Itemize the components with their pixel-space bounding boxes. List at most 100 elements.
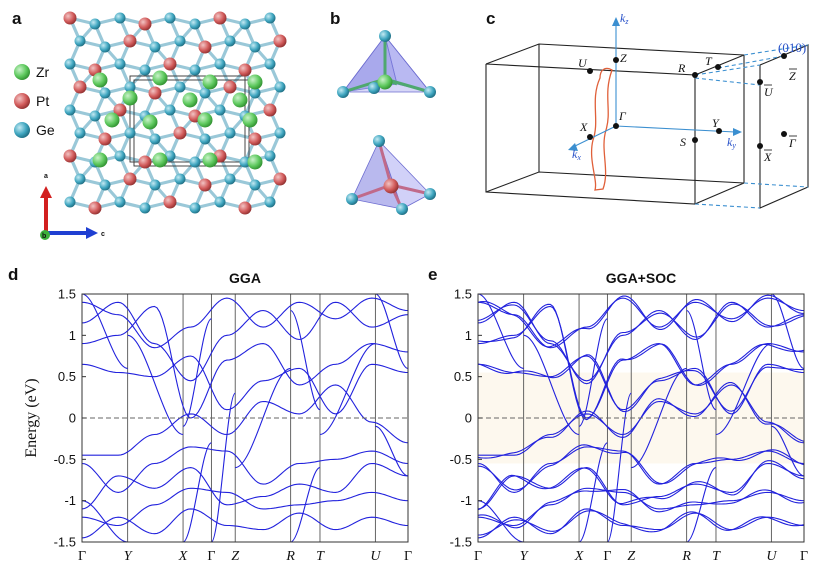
ge-atom-icon <box>74 35 86 47</box>
y-tick-label: -0.5 <box>54 452 76 467</box>
ge-atom-icon <box>174 81 186 93</box>
band-line <box>478 294 804 348</box>
ge-atom-icon <box>99 41 111 53</box>
ge-atom-icon <box>74 127 86 139</box>
ge-atom-icon <box>99 87 111 99</box>
ge-atom-icon <box>149 41 161 53</box>
panel-label-a: a <box>12 9 22 28</box>
band-line <box>578 318 608 427</box>
ge-atom-icon <box>89 110 101 122</box>
ge-atom-icon <box>14 122 30 138</box>
pt-atom-icon <box>173 126 187 140</box>
ge-atom-icon <box>214 58 226 70</box>
ge-atom-icon <box>64 104 76 116</box>
ge-atom-icon <box>249 41 261 53</box>
band-line <box>82 508 408 539</box>
band-line <box>82 355 408 415</box>
axes-indicator: a b c <box>40 173 105 240</box>
y-tick-label: -1.5 <box>450 535 472 550</box>
ge-atom-icon <box>274 81 286 93</box>
bz-point-Gamma: Γ <box>618 109 627 123</box>
y-tick-label: -0.5 <box>450 452 472 467</box>
pt-atom-icon <box>198 40 212 54</box>
pt-atom-icon <box>63 11 77 25</box>
ge-atom-icon <box>224 173 236 185</box>
ge-atom-icon <box>337 86 349 98</box>
y-tick-label: -1 <box>64 493 76 508</box>
ge-atom-icon <box>249 87 261 99</box>
bz-point-Z: Z <box>620 51 627 65</box>
pt-atom-icon <box>248 132 262 146</box>
band-line <box>478 500 524 542</box>
pt-atom-icon <box>238 63 252 77</box>
pt-atom-icon <box>113 103 127 117</box>
ge-atom-icon <box>274 127 286 139</box>
band-line <box>290 309 321 411</box>
ge-atom-icon <box>164 12 176 24</box>
ge-atom-icon <box>249 179 261 191</box>
zr-atom-icon <box>247 74 263 90</box>
kpoint-label: U <box>766 549 777 564</box>
legend-zr: Zr <box>36 64 50 80</box>
ge-atom-icon <box>424 86 436 98</box>
y-tick-label: 0.5 <box>454 369 472 384</box>
y-tick-label: 1.5 <box>58 287 76 302</box>
panel-label-c: c <box>486 9 495 28</box>
ge-atom-icon <box>424 188 436 200</box>
kpoint-label: Γ <box>207 549 215 564</box>
bz-point-T: T <box>705 54 713 68</box>
pt-atom-icon <box>148 86 162 100</box>
band-line <box>478 508 804 539</box>
ge-atom-icon <box>189 156 201 168</box>
pt-atom-icon <box>14 93 30 109</box>
y-axis-label: Energy (eV) <box>23 378 40 457</box>
pt-atom-icon <box>63 149 77 163</box>
kpoint-label: Γ <box>474 549 482 564</box>
ge-atom-icon <box>99 179 111 191</box>
ge-atom-icon <box>114 58 126 70</box>
tetrahedron-bottom <box>346 135 436 215</box>
ge-atom-icon <box>199 87 211 99</box>
bz-point-R: R <box>677 61 686 75</box>
crystal-structure <box>63 11 287 215</box>
zr-atom-icon <box>142 114 158 130</box>
ge-atom-icon <box>346 193 358 205</box>
zr-atom-icon <box>232 92 248 108</box>
pt-atom-icon <box>88 201 102 215</box>
band-line <box>478 487 804 527</box>
zr-atom-icon <box>202 152 218 168</box>
y-tick-label: 0 <box>465 411 472 426</box>
pt-atom-icon <box>123 172 137 186</box>
ge-atom-icon <box>64 58 76 70</box>
ge-atom-icon <box>264 12 276 24</box>
ge-atom-icon <box>114 12 126 24</box>
ge-atom-icon <box>89 18 101 30</box>
pt-atom-icon <box>73 80 87 94</box>
bz-point-S: S <box>680 135 686 149</box>
ge-atom-icon <box>149 179 161 191</box>
ge-atom-icon <box>149 133 161 145</box>
pt-atom-icon <box>273 34 287 48</box>
kpoint-label: Γ <box>603 549 611 564</box>
plot-title: GGA <box>229 270 261 286</box>
surface-point-Gamma: Γ <box>788 136 797 150</box>
zr-atom-icon <box>152 70 168 86</box>
ge-atom-icon <box>214 104 226 116</box>
ge-atom-icon <box>199 133 211 145</box>
legend-pt: Pt <box>36 93 49 109</box>
band-line <box>478 444 804 491</box>
ge-atom-icon <box>64 196 76 208</box>
pt-atom-icon <box>238 201 252 215</box>
ge-atom-icon <box>124 81 136 93</box>
kpoint-label: T <box>316 549 325 564</box>
y-tick-label: 1 <box>69 328 76 343</box>
kpoint-label: Z <box>627 549 635 564</box>
pt-atom-icon <box>138 155 152 169</box>
axis-label-c: c <box>101 231 105 238</box>
ge-atom-icon <box>114 196 126 208</box>
band-line <box>771 425 804 477</box>
surface-label: (010) <box>778 40 806 55</box>
band-line <box>715 343 772 436</box>
ge-atom-icon <box>224 127 236 139</box>
